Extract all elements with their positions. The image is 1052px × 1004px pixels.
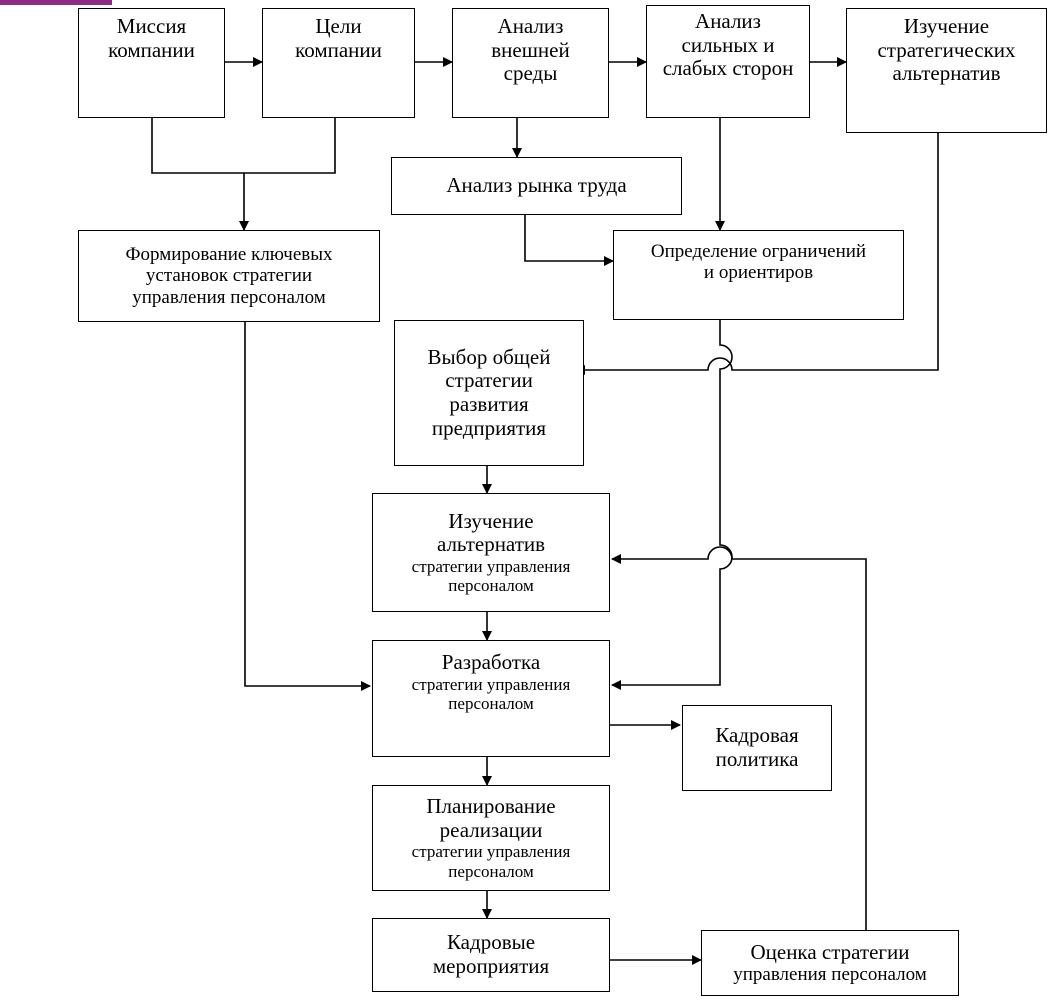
box-evaluation-line: управления персоналом xyxy=(733,964,927,986)
box-key-settings-line: установок стратегии xyxy=(145,265,313,287)
box-evaluation-line: Оценка стратегии xyxy=(750,939,910,964)
box-key-settings-line: Формирование ключевых xyxy=(125,244,333,266)
box-general-strategy: Выбор общей стратегии развития предприят… xyxy=(394,320,584,466)
box-general-strategy-line: развития xyxy=(449,392,529,416)
box-swot-line: Анализ xyxy=(695,9,761,33)
box-hr-alternatives-line: Изучение xyxy=(448,508,534,533)
box-external-analysis-line: Анализ xyxy=(497,14,564,38)
box-goals: Цели компании xyxy=(262,8,415,118)
box-implementation-planning: Планирование реализации стратегии управл… xyxy=(372,785,610,891)
box-hr-development-line: персоналом xyxy=(448,693,534,713)
box-hr-activities-line: мероприятия xyxy=(432,954,550,978)
line-mission-goals-merge xyxy=(151,118,336,174)
box-hr-alternatives: Изучение альтернатив стратегии управлени… xyxy=(372,493,610,612)
box-swot: Анализ сильных и слабых сторон xyxy=(646,5,810,118)
box-implementation-planning-line: Планирование xyxy=(426,794,556,819)
box-external-analysis-line: среды xyxy=(503,61,558,86)
box-mission-line: компании xyxy=(108,37,195,62)
box-hr-policy-line: Кадровая xyxy=(715,723,799,748)
box-mission: Миссия компании xyxy=(78,8,225,118)
box-general-strategy-line: предприятия xyxy=(431,415,547,440)
box-hr-activities-line: Кадровые xyxy=(446,930,536,955)
arrow-evaluation-feedback xyxy=(611,546,867,930)
box-hr-alternatives-line: альтернатив xyxy=(436,532,546,557)
arrow-labor-constraints xyxy=(524,215,614,266)
box-implementation-planning-line: реализации xyxy=(439,817,543,842)
box-strategic-alternatives-line: Изучение xyxy=(903,14,990,38)
box-external-analysis-line: внешней xyxy=(491,37,570,62)
arrow-keysettings-development xyxy=(244,322,371,691)
box-constraints: Определение ограничений и ориентиров xyxy=(613,230,904,320)
box-strategic-alternatives-line: стратегических xyxy=(877,37,1016,62)
box-hr-policy: Кадровая политика xyxy=(682,705,832,791)
box-swot-line: сильных и xyxy=(681,32,775,57)
box-general-strategy-line: Выбор общей xyxy=(427,344,551,369)
box-hr-alternatives-line: стратегии управления xyxy=(411,556,571,576)
box-hr-policy-line: политика xyxy=(715,747,799,771)
accent-bar xyxy=(0,0,112,5)
box-constraints-line: и ориентиров xyxy=(703,262,814,284)
box-hr-development: Разработка стратегии управления персонал… xyxy=(372,640,610,757)
box-mission-line: Миссия xyxy=(116,14,187,38)
box-general-strategy-line: стратегии xyxy=(445,368,533,393)
box-hr-alternatives-line: персоналом xyxy=(448,576,534,596)
box-swot-line: слабых сторон xyxy=(662,56,794,81)
box-implementation-planning-line: персоналом xyxy=(448,861,534,881)
arrow-constraints-development xyxy=(611,320,733,690)
box-hr-development-line: Разработка xyxy=(441,650,541,674)
box-hr-development-line: стратегии управления xyxy=(411,674,571,694)
box-constraints-line: Определение ограничений xyxy=(650,241,867,262)
arrow-alternatives-strategy xyxy=(575,133,939,375)
box-labor-market-line: Анализ рынка труда xyxy=(446,173,627,198)
box-evaluation: Оценка стратегии управления персоналом xyxy=(701,930,959,996)
box-implementation-planning-line: стратегии управления xyxy=(411,842,571,862)
box-hr-activities: Кадровые мероприятия xyxy=(372,918,610,992)
box-labor-market: Анализ рынка труда xyxy=(391,157,682,215)
box-key-settings-line: управления персоналом xyxy=(132,286,326,308)
box-strategic-alternatives: Изучение стратегических альтернатив xyxy=(846,8,1047,133)
box-goals-line: Цели xyxy=(315,14,362,38)
box-goals-line: компании xyxy=(295,37,382,62)
box-external-analysis: Анализ внешней среды xyxy=(452,8,609,118)
box-strategic-alternatives-line: альтернатив xyxy=(892,61,1001,86)
box-key-settings: Формирование ключевых установок стратеги… xyxy=(78,230,380,322)
